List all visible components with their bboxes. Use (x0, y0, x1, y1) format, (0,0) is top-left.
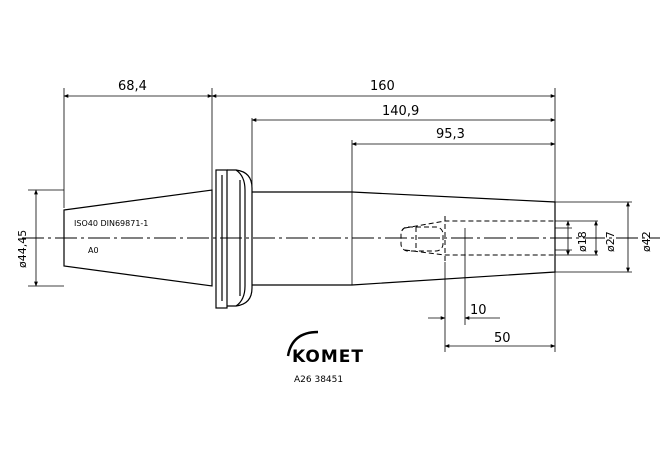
dim-dia-27: ø27 (604, 231, 617, 252)
dim-dia-18: ø18 (576, 231, 589, 252)
dim-95-3: 95,3 (436, 127, 465, 142)
cone-text-line2: A0 (88, 246, 99, 255)
dim-68-4: 68,4 (118, 79, 147, 94)
cone-text-line1: ISO40 DIN69871-1 (74, 219, 148, 228)
dimension-lines (34, 94, 630, 348)
logo-arc (286, 330, 319, 357)
dim-10: 10 (470, 303, 487, 318)
komet-logo: KOMET (286, 330, 364, 367)
logo-text: KOMET (292, 347, 364, 367)
bore-hidden-lines (400, 216, 555, 262)
dim-140-9: 140,9 (382, 104, 419, 119)
taper-cone (63, 189, 213, 287)
dim-50: 50 (494, 331, 511, 346)
dim-dia-42: ø42 (640, 231, 653, 252)
dim-160: 160 (370, 79, 395, 94)
extension-lines (28, 88, 632, 352)
flange (215, 169, 253, 309)
dim-dia-44-45: ø44,45 (16, 230, 29, 268)
part-code: A26 38451 (294, 375, 343, 385)
